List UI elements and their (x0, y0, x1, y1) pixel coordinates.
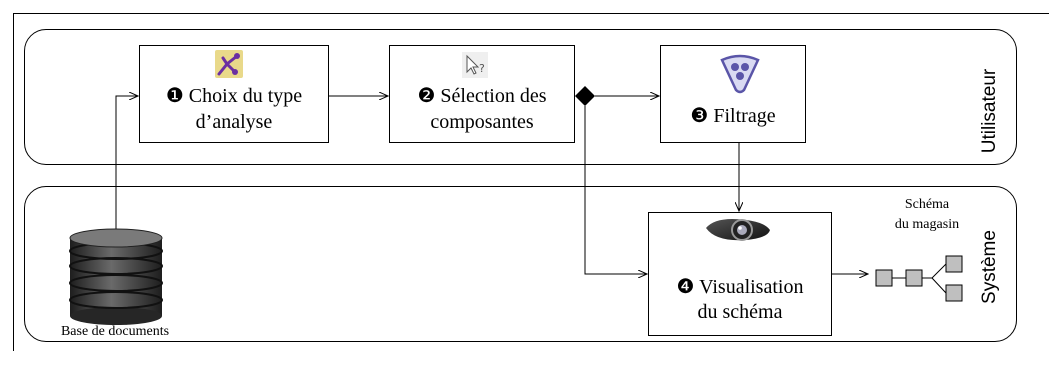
schema-caption-line1: Schéma (904, 197, 950, 212)
system-swimlane (24, 186, 1017, 342)
fork-to-step4-arrow (584, 106, 647, 274)
step-label-line1: Sélection des (440, 85, 547, 107)
step-number: ❹ (676, 276, 695, 298)
database-label: Base de documents (60, 324, 170, 339)
step-label-line2: composantes (430, 111, 534, 133)
schema-node (945, 284, 963, 302)
svg-text:?: ? (479, 62, 485, 75)
step-number: ❸ (690, 105, 709, 127)
diagram-frame (13, 13, 1049, 351)
projector-icon (706, 219, 770, 241)
step-label-line1: Choix du type (188, 85, 303, 107)
step-number: ❶ (165, 85, 184, 107)
fork-diamond (575, 86, 595, 106)
schema-caption-line2: du magasin (894, 217, 960, 232)
cursor-help-icon: ? (462, 52, 488, 78)
schema-caption: Schéma du magasin (872, 196, 982, 234)
step-label-line1: Filtrage (713, 105, 776, 127)
schema-node (875, 269, 893, 287)
analysis-type-icon (215, 50, 243, 78)
schema-node (905, 269, 923, 287)
database-icon (69, 228, 163, 325)
step-choix-type-analyse: ❶ Choix du type d’analyse (139, 45, 329, 143)
step-number: ❷ (417, 85, 436, 107)
db-to-step1-arrow (115, 96, 138, 236)
step-label-line1: Visualisation (699, 276, 804, 298)
schema-node (945, 255, 963, 273)
schema-tree-icon (875, 255, 963, 302)
step-label-line2: du schéma (697, 301, 783, 323)
step-label-line2: d’analyse (195, 111, 273, 133)
funnel-icon (720, 54, 760, 94)
step-selection-composantes: ❷ Sélection des composantes (389, 45, 575, 143)
